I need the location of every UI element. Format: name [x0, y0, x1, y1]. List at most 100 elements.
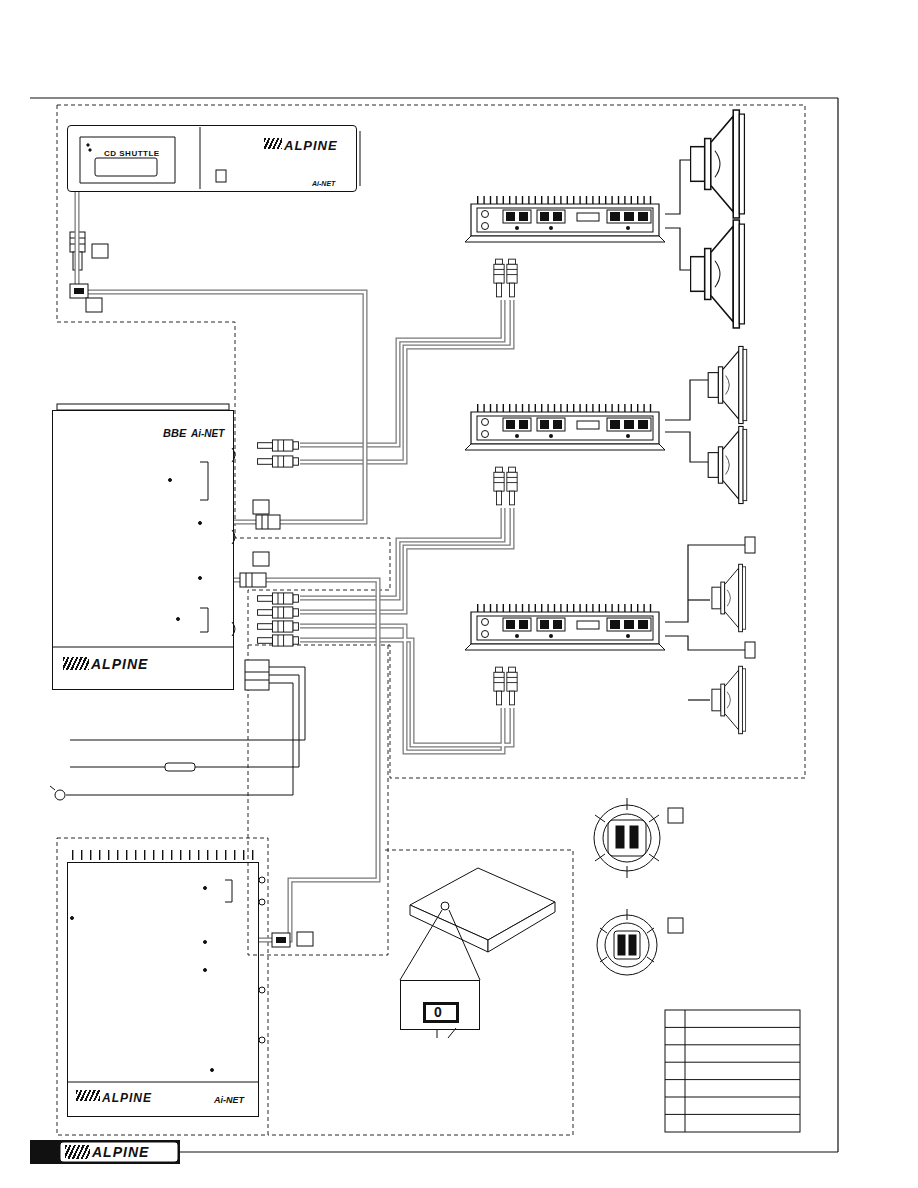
- cd-changer-detail: [89, 149, 91, 151]
- plug: [252, 573, 253, 587]
- key-table: [665, 1062, 800, 1063]
- plug: [258, 607, 299, 618]
- switch-illustration: [488, 902, 555, 952]
- network-badge: Ai-NET: [214, 1096, 244, 1106]
- head-unit: ALPINE Ai-NET: [67, 862, 259, 1117]
- plug: [258, 593, 299, 604]
- processor-detail: [200, 462, 208, 500]
- page-frame: [180, 1151, 838, 1152]
- power-wires: [78, 683, 293, 795]
- amplifier: [465, 200, 665, 242]
- cable: [234, 580, 378, 940]
- plug: [272, 933, 290, 947]
- speaker: [712, 666, 746, 733]
- head-unit-detail: [259, 899, 265, 905]
- pin-diagram: [627, 798, 628, 810]
- text-holder: Ai-NET: [312, 172, 335, 190]
- switch-illustration: [449, 910, 480, 980]
- pin-diagram: [649, 815, 659, 822]
- callout-box: [297, 932, 313, 946]
- plug: [240, 573, 266, 587]
- speaker-wire: [665, 432, 708, 462]
- pin-diagram: [594, 798, 660, 975]
- plug: [258, 621, 299, 632]
- head-unit-detail: [71, 917, 74, 920]
- cable-core: [234, 580, 378, 940]
- text-holder: Ai-NET: [191, 423, 224, 441]
- pin-diagram: [605, 923, 649, 967]
- head-unit-detail: [67, 855, 265, 1082]
- footer-logo: ALPINE: [92, 1145, 149, 1160]
- power-wires: [245, 680, 269, 681]
- footer-bar: [30, 1140, 180, 1164]
- logo-text: ALPINE: [102, 1092, 152, 1105]
- dashed-region: [57, 838, 268, 1135]
- speaker: [708, 426, 747, 503]
- footer-bar: [60, 1142, 178, 1162]
- key-table: [665, 1027, 800, 1028]
- plug: [74, 288, 84, 294]
- pin-diagram: [649, 854, 659, 861]
- cd-changer-detail: [200, 127, 201, 189]
- speaker: [690, 110, 755, 734]
- rca-cable: [300, 300, 503, 445]
- key-table: [665, 1010, 800, 1132]
- logo-stripes: [65, 1145, 90, 1159]
- callout-box: [86, 298, 102, 312]
- pin-diagram: [647, 957, 654, 962]
- speaker-wire: [665, 380, 708, 420]
- pin-diagram: [597, 915, 657, 975]
- key-table: [665, 1114, 800, 1115]
- logo-text: ALPINE: [284, 139, 338, 153]
- plug: [70, 284, 88, 298]
- speaker: [708, 346, 747, 423]
- text-holder: ALPINE: [102, 1088, 152, 1106]
- processor-detail: [169, 479, 172, 482]
- cd-changer-detail: [216, 170, 226, 182]
- speaker-wire: [688, 599, 710, 600]
- plug: [494, 467, 504, 505]
- callout-box: [253, 500, 269, 514]
- switch-window: 0: [400, 980, 480, 1030]
- rca-cable: [300, 300, 512, 462]
- pin-diagram: [616, 826, 624, 848]
- switch-setting: 0: [423, 1002, 459, 1023]
- cd-changer-detail: [95, 158, 157, 176]
- page-frame: [30, 98, 838, 1152]
- power-wires: [245, 672, 269, 673]
- processor-detail: [177, 618, 180, 621]
- product-name: CD SHUTTLE: [104, 150, 160, 159]
- callout-box: [668, 808, 683, 823]
- network-badge: Ai-NET: [312, 180, 335, 188]
- amplifier: [465, 408, 665, 450]
- speaker-wire: [665, 160, 745, 700]
- logo-stripes: [63, 657, 89, 670]
- amplifier: [465, 200, 665, 650]
- plug: [258, 440, 299, 451]
- power-wires: [50, 786, 55, 790]
- pin-diagram: [600, 957, 607, 962]
- logo-text: ALPINE: [91, 657, 148, 672]
- page-frame: [837, 98, 838, 1152]
- pin-diagram: [608, 820, 646, 856]
- power-wires: [245, 660, 269, 690]
- cd-changer-detail: [70, 127, 360, 270]
- rca-cable: [300, 640, 512, 745]
- speaker: [712, 564, 746, 631]
- rca-cable: [300, 626, 503, 752]
- speaker: [690, 220, 744, 328]
- cd-changer-detail: [360, 131, 361, 186]
- plug: [262, 515, 263, 529]
- pin-diagram: [603, 814, 651, 862]
- text-holder: ALPINE: [91, 655, 148, 673]
- processor-detail: [52, 647, 234, 648]
- processor-detail: [52, 404, 235, 647]
- cable: [77, 192, 365, 522]
- rca-cable: [300, 300, 503, 445]
- callout-box: [92, 244, 108, 258]
- text-holder: BBE: [163, 423, 186, 441]
